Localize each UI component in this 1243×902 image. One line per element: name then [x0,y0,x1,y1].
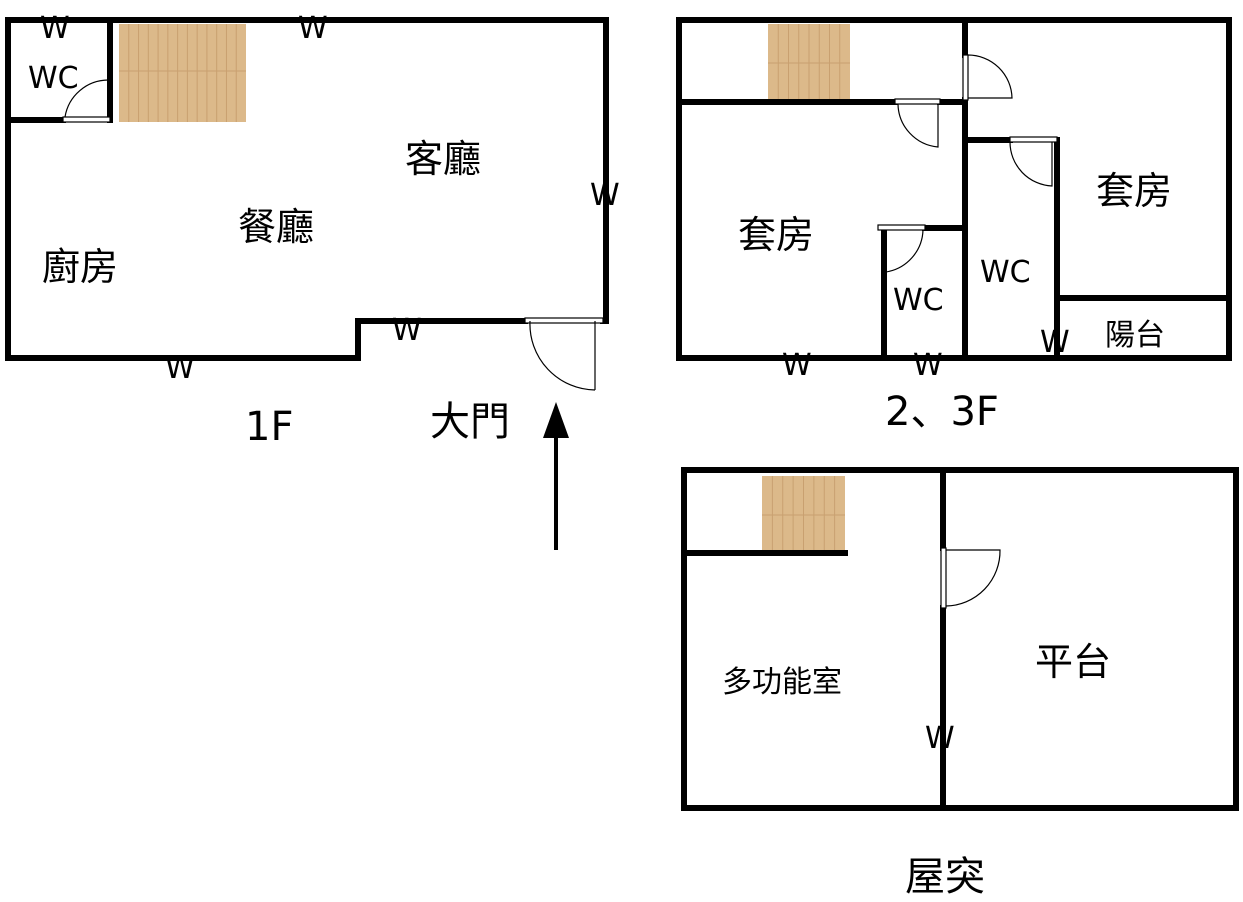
room-label-terrace: 平台 [1035,640,1111,684]
room-label-wc-right: WC [980,255,1031,290]
window-mark: W [298,11,328,46]
entrance-label: 大門 [430,399,510,445]
main-door[interactable] [524,317,604,324]
walls-2f [676,17,1232,361]
wc-walls-1f [5,17,113,123]
room-label-suite-left: 套房 [738,213,814,257]
room-label-wc-left: WC [893,283,944,318]
floor-label-roof: 屋突 [905,854,985,900]
room-label-wc: WC [28,61,79,96]
walls-roof [681,467,1239,811]
stair-door-2f[interactable] [962,54,969,101]
window-mark: W [40,11,70,46]
wc-door-1f[interactable] [62,116,111,123]
stairs-2f [768,24,850,102]
wc-right-door[interactable] [1009,136,1058,143]
window-mark: W [392,313,422,348]
window-mark: W [165,351,195,386]
suite-left-door[interactable] [894,98,941,105]
window-mark: W [590,178,620,213]
window-mark: W [782,348,812,383]
room-label-balcony: 陽台 [1105,318,1165,353]
window-mark: W [1040,325,1070,360]
floor-roof: 多功能室 平台 W 屋突 [681,467,1239,900]
window-mark: W [925,721,955,756]
room-label-multipurpose: 多功能室 [722,665,842,700]
room-label-dining: 餐廳 [238,205,314,249]
room-label-kitchen: 廚房 [42,245,118,289]
floor-2-3f: 套房 套房 WC WC 陽台 W W W 2、3F [676,17,1232,435]
inner-walls-2f [676,17,1232,361]
room-label-suite-right: 套房 [1096,169,1172,213]
floor-1f: WC 客廳 餐廳 廚房 W W W W W 1F 大門 [5,11,620,550]
terrace-door[interactable] [940,547,947,609]
entrance-arrow-icon [543,402,569,550]
walls-1f [5,17,609,361]
window-mark: W [913,348,943,383]
stairs-roof [762,476,845,553]
floor-label-1f: 1F [245,404,293,450]
inner-walls-roof [681,467,946,811]
floor-label-2-3f: 2、3F [885,389,999,435]
stairs-1f [119,24,246,122]
wc-left-door[interactable] [877,224,926,231]
room-label-living: 客廳 [405,137,481,181]
